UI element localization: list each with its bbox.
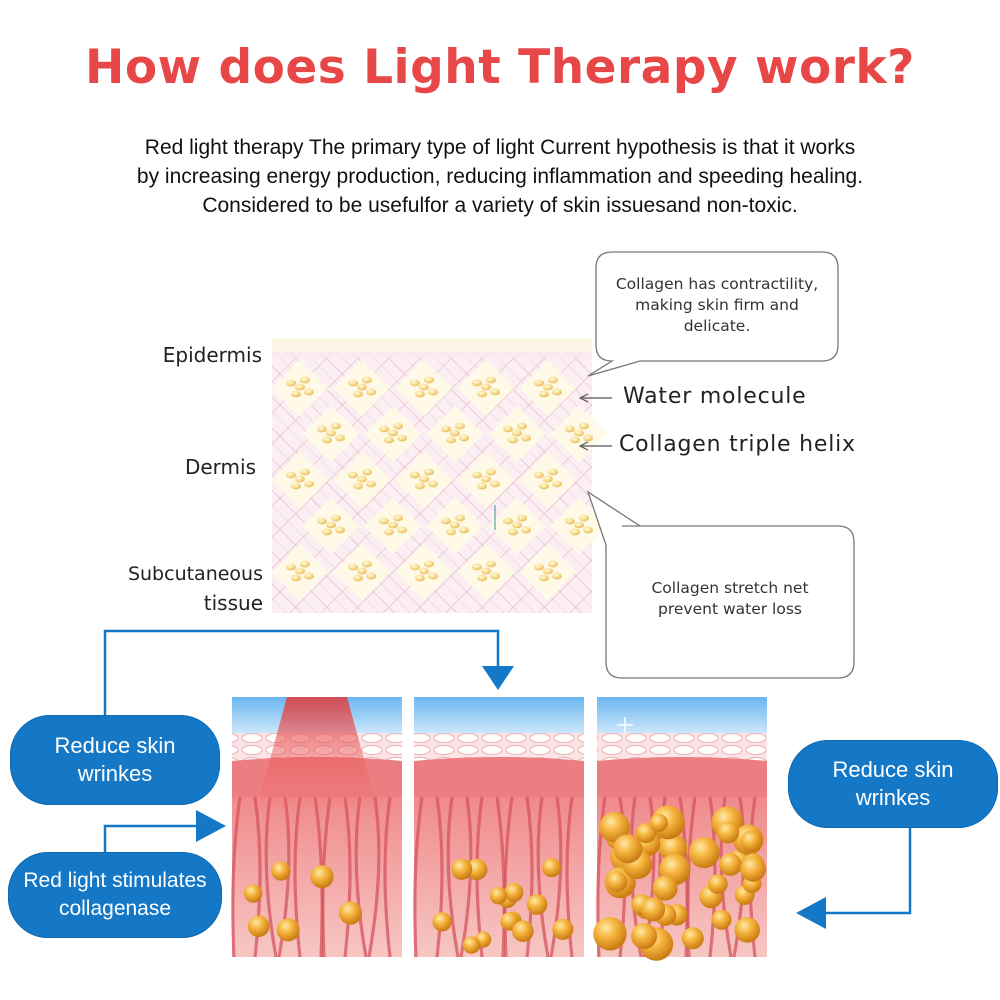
- intro-paragraph: Red light therapy The primary type of li…: [60, 133, 940, 220]
- pill-left-top-line-2: wrinkes: [77, 761, 153, 786]
- skin-panel-2: [413, 697, 584, 958]
- pill-left-bottom-line-2: collagenase: [58, 897, 172, 920]
- epidermis-label: Epidermis: [162, 343, 262, 367]
- water-molecule-label: Water molecule: [623, 384, 807, 409]
- bottom-bubble-line-1: Collagen stretch net: [651, 579, 809, 597]
- middle-flow-arrow: [103, 824, 200, 852]
- top-bubble-text: Collagen has contractility, making skin …: [597, 274, 837, 337]
- right-flow-arrow: [822, 826, 912, 915]
- pill-right-line-2: wrinkes: [855, 785, 931, 810]
- top-bubble-line-3: delicate.: [683, 317, 751, 335]
- pill-left-top-line-1: Reduce skin: [54, 733, 176, 758]
- top-speech-bubble: [587, 251, 839, 377]
- skin-structure-illustration: [271, 338, 608, 613]
- top-bubble-line-2: making skin firm and: [635, 296, 799, 314]
- collagen-triple-helix-label: Collagen triple helix: [619, 432, 856, 457]
- intro-line-2: by increasing energy production, reducin…: [136, 165, 864, 188]
- skin-panel-3: [593, 697, 767, 961]
- bottom-bubble-text: Collagen stretch net prevent water loss: [607, 578, 853, 620]
- top-flow-arrow: [103, 629, 500, 715]
- intro-line-3: Considered to be usefulfor a variety of …: [202, 194, 798, 217]
- pill-right-line-1: Reduce skin: [832, 757, 954, 782]
- page-title: How does Light Therapy work?: [85, 40, 915, 95]
- bottom-speech-bubble: [586, 490, 855, 679]
- reduce-wrinkles-pill-right: Reduce skin wrinkes: [788, 740, 998, 828]
- red-light-stimulates-pill: Red light stimulates collagenase: [8, 852, 222, 938]
- top-bubble-line-1: Collagen has contractility,: [615, 275, 819, 293]
- skin-panel-1: [231, 697, 402, 958]
- reduce-wrinkles-pill-left: Reduce skin wrinkes: [10, 715, 220, 805]
- subcutaneous-label-line2: tissue: [203, 591, 263, 615]
- dermis-label: Dermis: [184, 455, 256, 479]
- skin-panels: [231, 697, 767, 961]
- intro-line-1: Red light therapy The primary type of li…: [144, 136, 856, 159]
- pill-left-bottom-line-1: Red light stimulates: [23, 869, 207, 892]
- bottom-bubble-line-2: prevent water loss: [658, 600, 802, 618]
- subcutaneous-label-line1: Subcutaneous: [127, 563, 263, 585]
